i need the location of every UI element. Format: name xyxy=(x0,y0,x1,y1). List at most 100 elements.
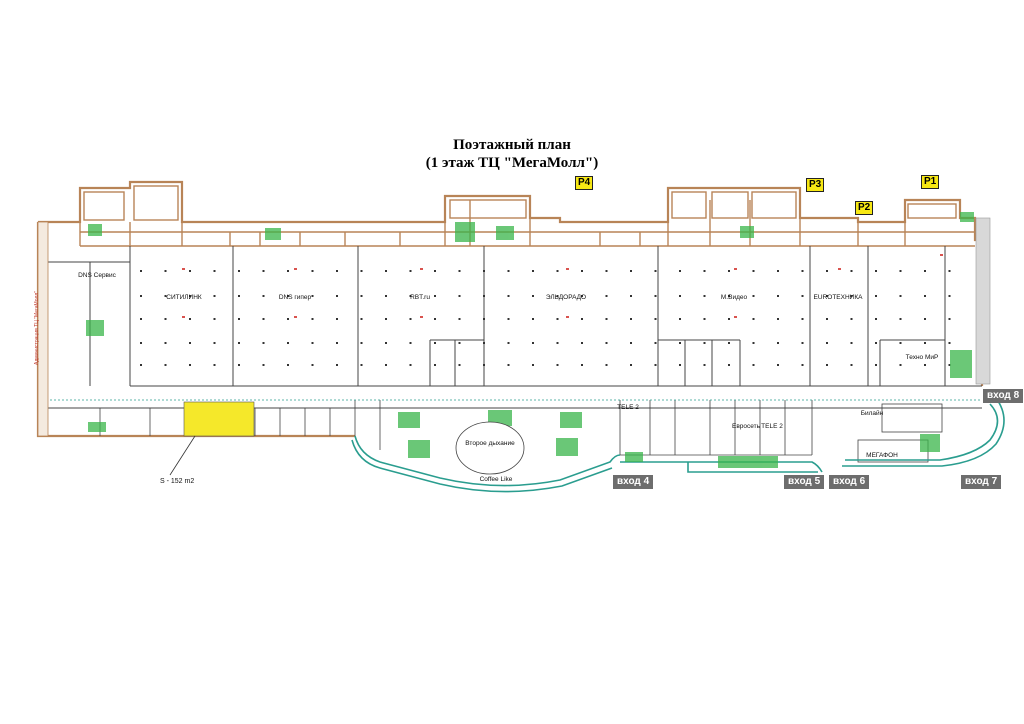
column-dot xyxy=(581,295,583,297)
column-dot xyxy=(360,318,363,320)
column-dot xyxy=(189,364,191,366)
column-dot xyxy=(581,364,583,366)
column-dot xyxy=(654,270,657,272)
column-dot xyxy=(605,342,608,344)
column-dot xyxy=(360,270,363,272)
column-dot xyxy=(581,318,583,320)
grid-marker xyxy=(838,268,841,270)
column-dot xyxy=(385,342,387,344)
column-dot xyxy=(924,270,926,272)
grid-marker xyxy=(940,254,943,256)
column-dot xyxy=(189,318,191,320)
column-dot xyxy=(262,318,265,320)
column-dot xyxy=(140,295,142,297)
column-dot xyxy=(850,270,853,272)
column-dot xyxy=(630,295,632,297)
parking-tag-p1: P1 xyxy=(921,175,940,189)
column-dot xyxy=(483,295,485,297)
column-dot xyxy=(948,295,951,297)
store-vtoroe-dyhanie: Второе дыхание xyxy=(465,440,515,447)
column-dot xyxy=(703,318,706,320)
column-dot xyxy=(434,270,436,272)
column-dot xyxy=(164,342,167,344)
column-dot xyxy=(801,295,804,297)
column-dot xyxy=(458,364,461,366)
entrance-5: вход 5 xyxy=(784,475,825,489)
grid-marker xyxy=(294,268,297,270)
column-dot xyxy=(679,318,681,320)
entrance-8: вход 8 xyxy=(983,389,1024,403)
column-dot xyxy=(826,270,828,272)
column-dot xyxy=(752,295,755,297)
store-citilink: СИТИЛИНК xyxy=(166,294,202,301)
column-dot xyxy=(140,270,142,272)
column-dot xyxy=(826,318,828,320)
column-dot xyxy=(752,270,755,272)
column-dot xyxy=(703,295,706,297)
column-dot xyxy=(556,342,559,344)
column-dot xyxy=(679,364,681,366)
grid-marker xyxy=(294,316,297,318)
store-tele2: TELE 2 xyxy=(617,404,639,411)
column-dot xyxy=(409,364,412,366)
store-eldorado: ЭЛЬДОРАДО xyxy=(545,294,587,301)
plan-title: Поэтажный план xyxy=(453,137,571,153)
column-dot xyxy=(262,295,265,297)
column-dot xyxy=(507,295,510,297)
column-dot xyxy=(336,318,338,320)
grid-marker xyxy=(734,268,737,270)
column-dot xyxy=(654,295,657,297)
column-dot xyxy=(213,270,216,272)
column-dot xyxy=(605,364,608,366)
column-dot xyxy=(140,342,142,344)
column-dot xyxy=(262,270,265,272)
column-dot xyxy=(458,342,461,344)
store-rbt: RBT.ru xyxy=(410,294,430,301)
column-dot xyxy=(948,364,951,366)
column-dot xyxy=(483,364,485,366)
store-techno-mir: Техно МиР xyxy=(905,354,939,361)
column-dot xyxy=(385,364,387,366)
column-dot xyxy=(924,364,926,366)
column-dot xyxy=(458,270,461,272)
store-coffee: Coffee Like xyxy=(479,476,513,483)
column-dot xyxy=(238,270,240,272)
column-dot xyxy=(262,342,265,344)
column-dot xyxy=(556,270,559,272)
column-dot xyxy=(213,318,216,320)
column-dot xyxy=(336,364,338,366)
column-dot xyxy=(311,295,314,297)
column-dot xyxy=(654,364,657,366)
column-dot xyxy=(899,270,902,272)
column-dot xyxy=(924,318,926,320)
column-dot xyxy=(238,342,240,344)
column-dot xyxy=(581,270,583,272)
column-dot xyxy=(556,295,559,297)
column-dot xyxy=(336,342,338,344)
column-dot xyxy=(164,270,167,272)
column-dot xyxy=(899,364,902,366)
store-megafon: МЕГАФОН xyxy=(866,452,898,459)
column-dot xyxy=(434,342,436,344)
store-evroset: Евросеть xyxy=(731,423,761,430)
column-dot xyxy=(801,270,804,272)
column-dot xyxy=(924,342,926,344)
column-dot xyxy=(532,318,534,320)
column-dot xyxy=(801,342,804,344)
column-dot xyxy=(311,342,314,344)
grid-marker xyxy=(420,316,423,318)
grid-marker xyxy=(420,268,423,270)
column-dot xyxy=(826,295,828,297)
column-dot xyxy=(826,342,828,344)
column-dot xyxy=(507,364,510,366)
column-dot xyxy=(483,342,485,344)
column-dot xyxy=(287,270,289,272)
column-dot xyxy=(605,270,608,272)
column-dot xyxy=(556,318,559,320)
column-dot xyxy=(164,318,167,320)
column-dot xyxy=(630,342,632,344)
store-tele2-b: TELE 2 xyxy=(761,423,783,430)
column-dot xyxy=(777,318,779,320)
column-dot xyxy=(703,270,706,272)
column-dot xyxy=(899,295,902,297)
